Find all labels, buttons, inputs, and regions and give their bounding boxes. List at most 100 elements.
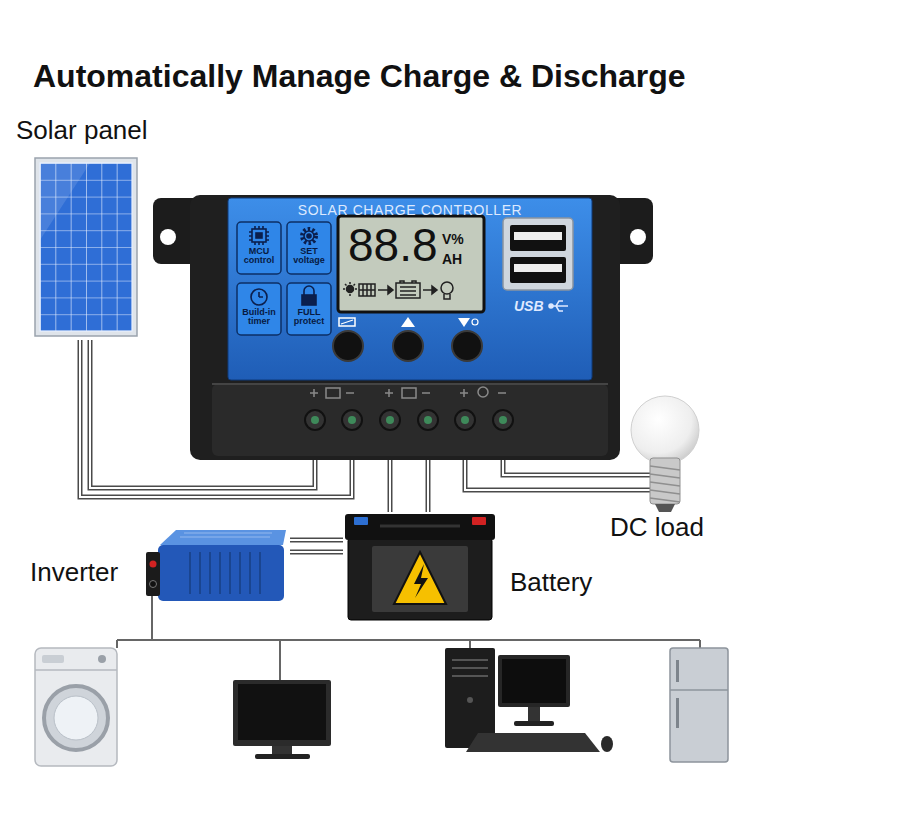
component-label: Solar panel bbox=[16, 116, 148, 146]
terminal-block bbox=[311, 416, 319, 424]
charge-controller: SOLAR CHARGE CONTROLLER MCU control SET vo… bbox=[153, 195, 653, 460]
controller-housing bbox=[228, 198, 592, 380]
usb-ports bbox=[552, 301, 568, 311]
bulb-picture bbox=[606, 475, 650, 490]
lcd-reading: V% bbox=[442, 231, 464, 247]
terminal-block bbox=[380, 410, 400, 430]
lcd-screen bbox=[338, 216, 484, 312]
text-holder: AH bbox=[442, 250, 462, 268]
battery-picture bbox=[345, 514, 495, 540]
text-holder: Build-in timer bbox=[237, 308, 281, 328]
wire bbox=[80, 340, 352, 497]
wire bbox=[290, 539, 343, 541]
feature-icons bbox=[249, 226, 269, 245]
tv-monitor bbox=[272, 746, 292, 754]
text-holder: SET voltage bbox=[287, 247, 331, 267]
solar-panel-picture bbox=[40, 163, 90, 240]
terminal-block bbox=[493, 410, 513, 430]
battery-picture bbox=[372, 546, 468, 612]
desktop-computer bbox=[452, 660, 488, 676]
wire bbox=[90, 340, 315, 488]
product-name: SOLAR CHARGE CONTROLLER bbox=[298, 202, 523, 218]
text-holder: MCU control bbox=[237, 247, 281, 267]
desktop-computer bbox=[445, 648, 613, 752]
feature-icons bbox=[237, 283, 281, 335]
wire bbox=[426, 460, 431, 512]
terminal-block bbox=[418, 410, 438, 430]
feature-label: FULL protect bbox=[287, 308, 331, 327]
bulb-picture bbox=[650, 458, 680, 504]
feature-icons bbox=[237, 222, 281, 274]
wire bbox=[465, 460, 606, 490]
controller-housing bbox=[160, 229, 176, 245]
battery-picture bbox=[472, 517, 486, 525]
terminal-block bbox=[310, 387, 506, 398]
bulb-picture bbox=[650, 466, 680, 502]
inverter-picture bbox=[160, 530, 286, 545]
wire bbox=[389, 460, 391, 512]
wire bbox=[427, 460, 429, 512]
bulb-picture bbox=[655, 504, 675, 512]
wire bbox=[465, 460, 606, 490]
terminal-block bbox=[342, 410, 362, 430]
control-buttons bbox=[472, 319, 478, 325]
controller-housing bbox=[212, 384, 608, 456]
bulb-picture bbox=[631, 396, 699, 464]
desktop-computer bbox=[502, 659, 566, 703]
refrigerator bbox=[670, 648, 728, 762]
desktop-computer bbox=[466, 733, 600, 752]
washing-machine bbox=[44, 686, 108, 750]
terminal-block bbox=[424, 416, 432, 424]
inverter-picture bbox=[190, 552, 260, 594]
solar-panel-picture bbox=[40, 163, 132, 331]
lcd-screen bbox=[400, 281, 416, 295]
solar-panel-picture bbox=[35, 158, 137, 336]
wire-pair bbox=[465, 460, 606, 490]
text-holder: Battery bbox=[510, 568, 592, 598]
battery-picture bbox=[345, 514, 495, 620]
lcd-screen bbox=[441, 282, 453, 294]
desktop-computer bbox=[528, 707, 540, 721]
lcd-screen bbox=[423, 289, 432, 291]
lcd-screen bbox=[432, 286, 437, 294]
battery-picture bbox=[414, 564, 428, 598]
washing-machine bbox=[35, 669, 117, 671]
battery-picture bbox=[354, 517, 368, 525]
component-label: DC load bbox=[610, 513, 704, 543]
washing-machine bbox=[98, 655, 106, 663]
feature-icons bbox=[249, 226, 316, 305]
feature-icons bbox=[287, 222, 331, 274]
terminal-block bbox=[461, 416, 469, 424]
solar-panel-picture bbox=[35, 158, 137, 336]
label-holder: USB bbox=[514, 297, 544, 315]
inverter-picture bbox=[146, 530, 286, 601]
inverter-picture bbox=[180, 533, 272, 537]
desktop-computer bbox=[601, 736, 613, 752]
feature-icon: Build-in timer bbox=[237, 283, 284, 335]
battery-picture bbox=[394, 552, 446, 604]
wire-pair bbox=[390, 460, 428, 512]
feature-icons bbox=[287, 283, 331, 335]
battery-picture bbox=[380, 525, 460, 528]
refrigerator bbox=[670, 689, 728, 691]
lcd-reading: AH bbox=[442, 251, 462, 267]
tv-monitor bbox=[233, 680, 331, 746]
lcd-display: 88.8V%AH bbox=[338, 216, 484, 312]
refrigerator bbox=[670, 648, 728, 762]
inverter: Inverter bbox=[26, 525, 290, 612]
text-holder: V% bbox=[442, 230, 464, 248]
wire bbox=[290, 551, 343, 553]
usb-ports bbox=[549, 304, 553, 308]
terminal-block bbox=[326, 388, 340, 398]
refrigerator bbox=[676, 660, 679, 682]
terminal-block bbox=[455, 410, 475, 430]
feature-icons bbox=[237, 222, 331, 335]
text-holder: FULL protect bbox=[287, 308, 331, 328]
feature-icons bbox=[307, 234, 311, 238]
battery: Battery bbox=[343, 512, 612, 625]
text-holder: SOLAR CHARGE CONTROLLER bbox=[228, 201, 592, 219]
control-buttons bbox=[393, 331, 423, 361]
terminal-block bbox=[402, 388, 416, 398]
control-buttons bbox=[341, 320, 353, 324]
controller-housing bbox=[153, 195, 653, 460]
